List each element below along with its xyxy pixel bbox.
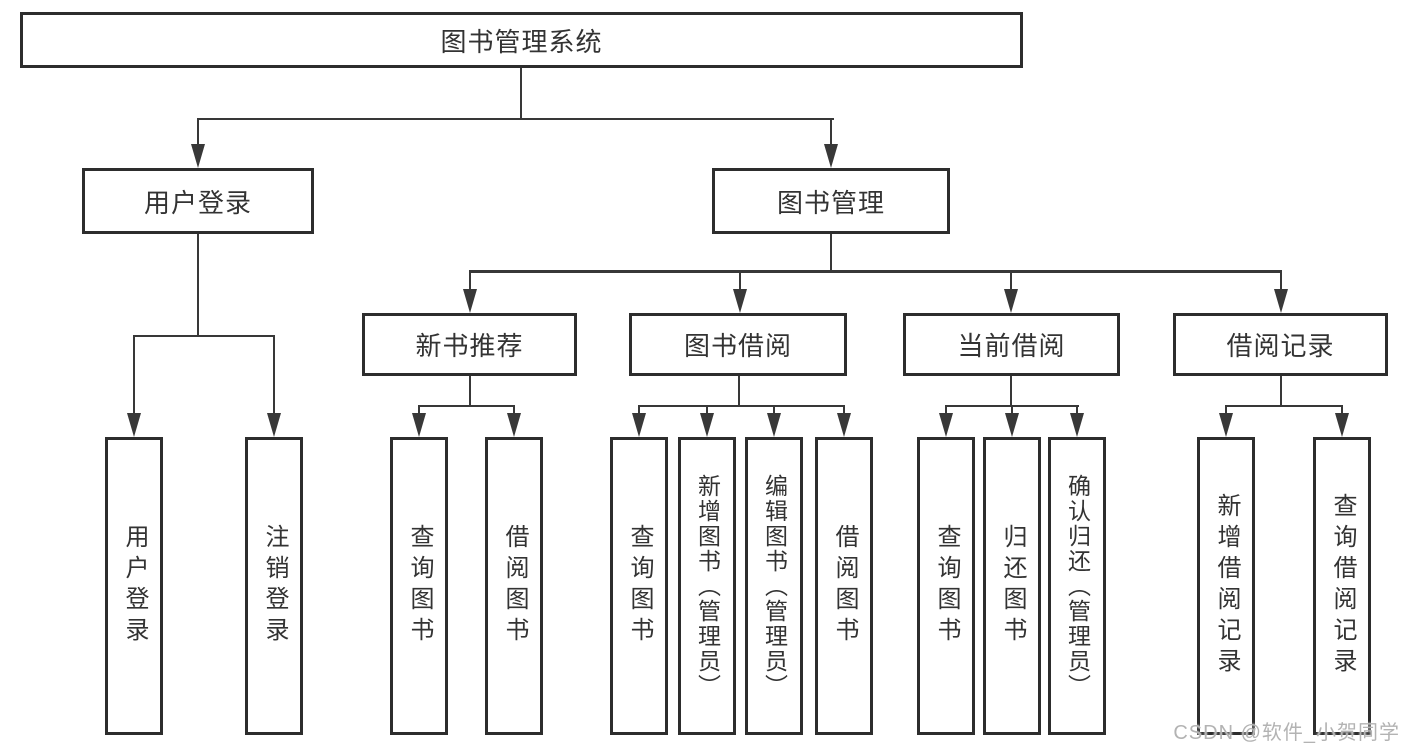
connector-user-login-splitter: [133, 335, 275, 337]
connector-book-borrow-drop: [738, 376, 740, 407]
leaf-query-books-current: 查询图书: [917, 437, 975, 735]
connector-stem-book-borrow: [739, 270, 741, 292]
connector-stem: [706, 405, 708, 417]
node-book-management: 图书管理: [712, 168, 950, 234]
node-new-book-recommend: 新书推荐: [362, 313, 577, 376]
node-new-book-recommend-label: 新书推荐: [415, 331, 524, 361]
arrow-down-book-mgmt: [824, 144, 838, 168]
connector-stem: [1076, 405, 1078, 417]
arrow-down-leaf: [939, 413, 953, 437]
leaf-return-book-label: 归还图书: [999, 524, 1026, 648]
leaf-add-book-admin-label: 新增图书（管理员）: [694, 473, 721, 699]
leaf-logout-label: 注销登录: [261, 524, 288, 648]
leaf-query-books-current-label: 查询图书: [933, 524, 960, 648]
leaf-borrow-books-recommend: 借阅图书: [485, 437, 543, 735]
connector-stem-current-borrow: [1010, 270, 1012, 292]
connector-stem-new-books: [469, 270, 471, 292]
connector-book-borrow-splitter: [638, 405, 845, 407]
node-user-login-label: 用户登录: [143, 187, 252, 218]
connector-level2-splitter: [197, 118, 834, 120]
node-book-borrowing: 图书借阅: [629, 313, 847, 376]
connector-stem: [773, 405, 775, 417]
leaf-edit-book-admin: 编辑图书（管理员）: [745, 437, 803, 735]
leaf-borrow-books-borrowing: 借阅图书: [815, 437, 873, 735]
csdn-watermark: CSDN @软件_小贺同学: [1173, 722, 1400, 744]
leaf-query-books-borrowing: 查询图书: [610, 437, 668, 735]
leaf-query-books-recommend-label: 查询图书: [406, 524, 433, 648]
arrow-down-leaf: [767, 413, 781, 437]
arrow-down-borrow-records: [1274, 289, 1288, 313]
leaf-user-login: 用户登录: [105, 437, 163, 735]
connector-borrow-records-splitter: [1225, 405, 1343, 407]
arrow-down-leaf: [507, 413, 521, 437]
connector-level3-splitter: [469, 270, 1282, 273]
arrow-down-leaf: [1070, 413, 1084, 437]
node-book-management-label: 图书管理: [776, 187, 885, 218]
arrow-down-leaf: [1335, 413, 1349, 437]
leaf-borrow-books-borrowing-label: 借阅图书: [831, 524, 858, 648]
arrow-down-current-borrow: [1004, 289, 1018, 313]
connector-stem: [638, 405, 640, 417]
arrow-down-leaf: [837, 413, 851, 437]
connector-stem: [1341, 405, 1343, 417]
arrow-down-leaf: [1005, 413, 1019, 437]
leaf-logout: 注销登录: [245, 437, 303, 735]
leaf-add-book-admin: 新增图书（管理员）: [678, 437, 736, 735]
node-library-management-system: 图书管理系统: [20, 12, 1023, 68]
node-current-borrowing: 当前借阅: [903, 313, 1120, 376]
connector-current-borrow-drop: [1010, 376, 1012, 407]
connector-root-drop: [520, 68, 522, 119]
arrow-down-leaf: [632, 413, 646, 437]
node-root-label: 图书管理系统: [440, 26, 603, 57]
leaf-query-borrow-record: 查询借阅记录: [1313, 437, 1371, 735]
connector-stem: [843, 405, 845, 417]
leaf-borrow-books-recommend-label: 借阅图书: [501, 524, 528, 648]
leaf-confirm-return-admin: 确认归还（管理员）: [1048, 437, 1106, 735]
node-borrowing-records: 借阅记录: [1173, 313, 1388, 376]
connector-stem: [1225, 405, 1227, 417]
leaf-confirm-return-admin-label: 确认归还（管理员）: [1064, 473, 1091, 699]
connector-stem-leaf-logout: [273, 335, 275, 415]
connector-book-mgmt-drop: [830, 234, 832, 272]
connector-stem: [945, 405, 947, 417]
connector-stem-user-login: [197, 118, 199, 148]
connector-stem-book-mgmt: [830, 118, 832, 148]
leaf-query-books-borrowing-label: 查询图书: [626, 524, 653, 648]
connector-stem-leaf-login: [133, 335, 135, 415]
arrow-down-leaf: [1219, 413, 1233, 437]
arrow-down-leaf: [412, 413, 426, 437]
leaf-return-book: 归还图书: [983, 437, 1041, 735]
arrow-down-leaf: [700, 413, 714, 437]
leaf-query-books-recommend: 查询图书: [390, 437, 448, 735]
arrow-down-leaf-logout: [267, 413, 281, 437]
connector-stem: [418, 405, 420, 417]
connector-user-login-drop: [197, 234, 199, 337]
node-user-login: 用户登录: [82, 168, 314, 234]
connector-borrow-records-drop: [1280, 376, 1282, 407]
leaf-user-login-label: 用户登录: [121, 524, 148, 648]
arrow-down-book-borrow: [733, 289, 747, 313]
arrow-down-user-login: [191, 144, 205, 168]
connector-new-books-drop: [469, 376, 471, 407]
leaf-add-borrow-record-label: 新增借阅记录: [1213, 493, 1240, 679]
leaf-edit-book-admin-label: 编辑图书（管理员）: [761, 473, 788, 699]
node-current-borrowing-label: 当前借阅: [957, 331, 1066, 361]
node-book-borrowing-label: 图书借阅: [683, 331, 792, 361]
connector-stem: [513, 405, 515, 417]
arrow-down-new-books: [463, 289, 477, 313]
connector-new-books-splitter: [418, 405, 515, 407]
connector-stem: [1011, 405, 1013, 417]
node-borrowing-records-label: 借阅记录: [1226, 331, 1335, 361]
leaf-add-borrow-record: 新增借阅记录: [1197, 437, 1255, 735]
arrow-down-leaf-login: [127, 413, 141, 437]
connector-stem-borrow-records: [1280, 270, 1282, 292]
leaf-query-borrow-record-label: 查询借阅记录: [1329, 493, 1356, 679]
